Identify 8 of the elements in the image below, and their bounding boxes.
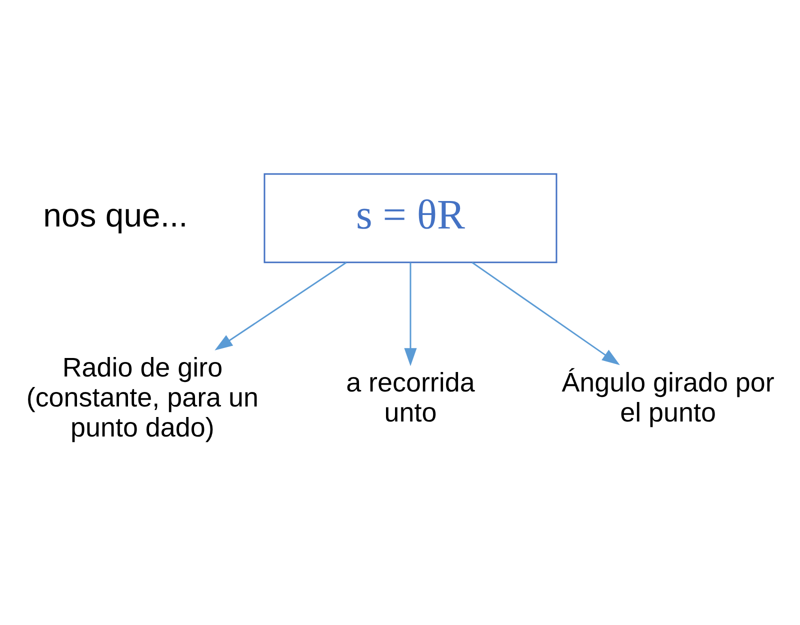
node-box: s = θR: [264, 173, 558, 264]
node-text: Ángulo girado por el punto: [562, 368, 774, 428]
arrow: [214, 262, 347, 350]
arrow: [404, 262, 417, 366]
node-text: a recorrida unto: [346, 368, 475, 428]
label: nos que...: [43, 196, 188, 234]
arrow: [472, 262, 620, 366]
node-text: Radio de giro (constante, para un punto dado): [26, 352, 259, 443]
